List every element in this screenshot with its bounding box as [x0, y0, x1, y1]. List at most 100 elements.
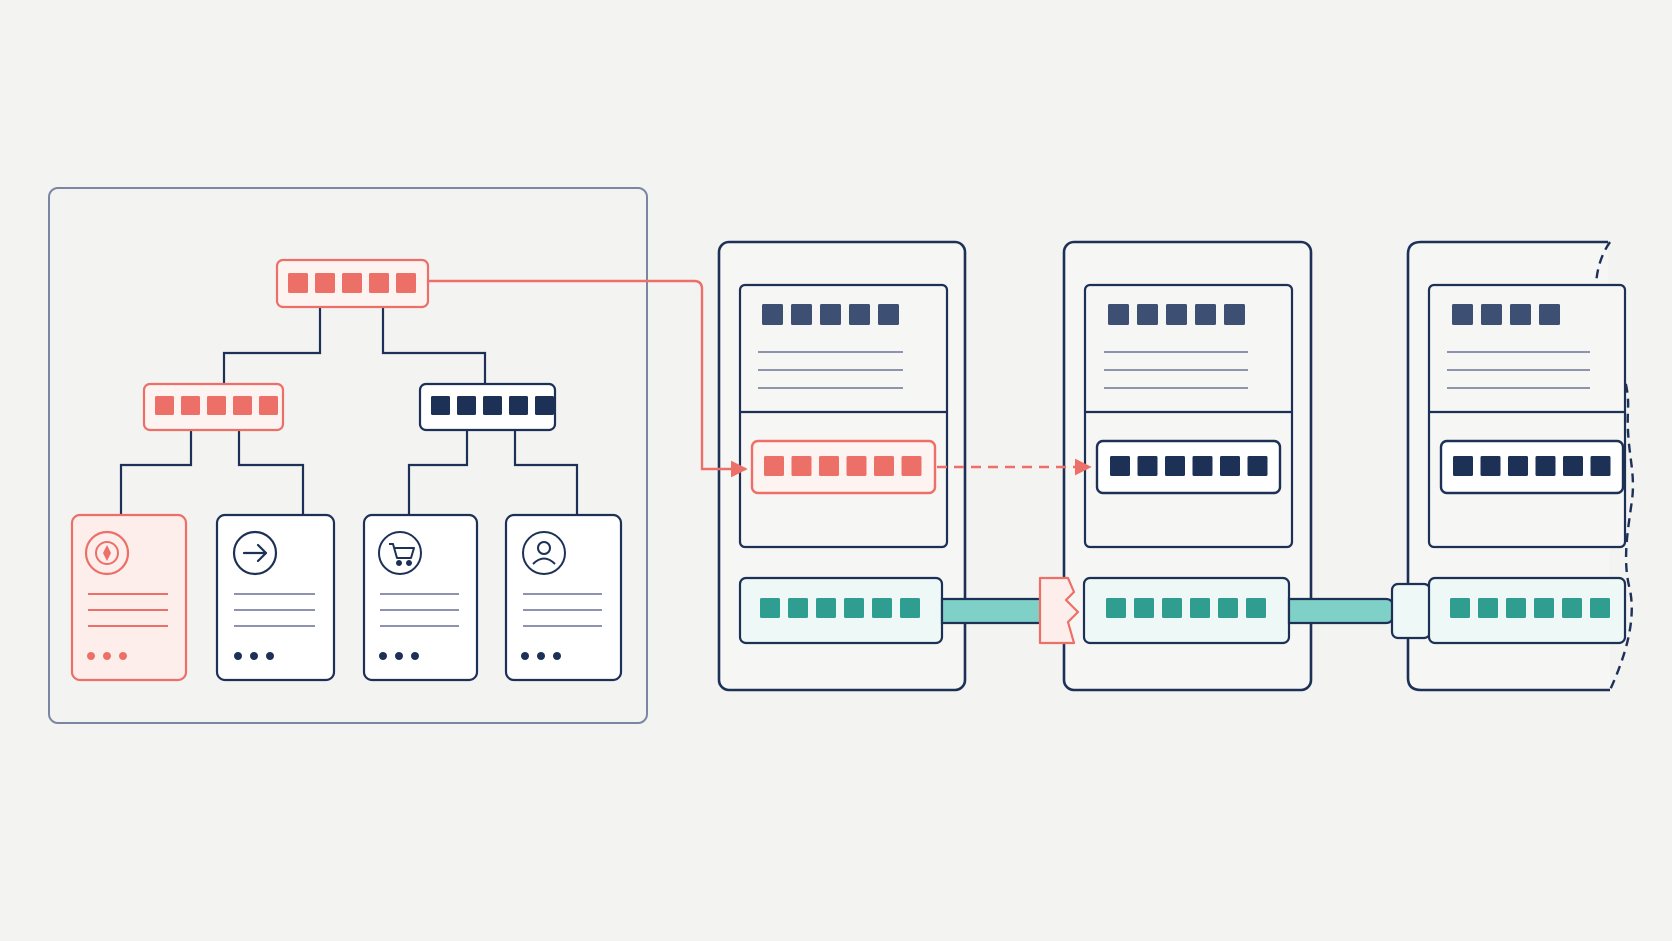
- page-column-1: [717, 240, 967, 692]
- card-text-lines: [88, 593, 168, 627]
- page-3-bottom-bar[interactable]: [1427, 576, 1627, 645]
- token-block: [1110, 456, 1130, 476]
- token-block: [1106, 598, 1126, 618]
- token-block: [1246, 598, 1266, 618]
- token-block: [820, 304, 841, 325]
- page-1-text-lines: [758, 351, 903, 389]
- token-block: [509, 396, 528, 415]
- card-text-lines: [523, 593, 602, 627]
- token-block: [1452, 304, 1473, 325]
- token-block: [1108, 304, 1129, 325]
- page-2-middle-tokens: [1110, 456, 1268, 476]
- token-block: [1137, 304, 1158, 325]
- tree-root-node[interactable]: [275, 258, 430, 309]
- token-block: [1137, 456, 1158, 476]
- token-block: [1192, 456, 1213, 476]
- token-block: [1535, 456, 1556, 476]
- cart-icon: [378, 531, 422, 575]
- page-2-bottom-tokens: [1106, 598, 1266, 618]
- more-dots[interactable]: [379, 652, 419, 660]
- page-3-text-lines: [1447, 351, 1590, 389]
- token-block: [1534, 598, 1554, 618]
- token-block: [1480, 456, 1501, 476]
- more-dots[interactable]: [521, 652, 561, 660]
- page-1-bottom-tokens: [760, 598, 920, 618]
- card-text-lines: [234, 593, 315, 627]
- page-1-middle-bar[interactable]: [750, 439, 937, 495]
- token-block: [819, 456, 839, 476]
- token-block: [342, 273, 362, 293]
- token-block: [872, 598, 892, 618]
- token-block: [791, 304, 812, 325]
- token-block: [1478, 598, 1498, 618]
- token-block: [1450, 598, 1470, 618]
- token-block: [762, 304, 783, 325]
- teal-connector-broken: [940, 576, 1080, 645]
- broken-joint: [1038, 576, 1080, 645]
- tree-connectors: [119, 307, 579, 515]
- token-block: [1190, 598, 1210, 618]
- token-block: [315, 273, 335, 293]
- leaf-card-arrow[interactable]: [215, 513, 336, 682]
- torn-edge: [1594, 241, 1635, 691]
- token-block: [764, 456, 784, 476]
- token-block: [1195, 304, 1216, 325]
- tree-frame: [48, 187, 648, 724]
- page-1-middle-tokens: [764, 456, 922, 476]
- page-2-text-lines: [1104, 351, 1248, 389]
- token-block: [181, 396, 200, 415]
- leaf-card-cart[interactable]: [362, 513, 479, 682]
- arrow-right-icon: [232, 530, 278, 576]
- token-block: [1162, 598, 1182, 618]
- token-block: [844, 598, 864, 618]
- page-2-middle-bar[interactable]: [1095, 439, 1282, 495]
- leaf-card-user[interactable]: [504, 513, 623, 682]
- token-block: [233, 396, 252, 415]
- tree-left-node[interactable]: [142, 382, 285, 432]
- token-block: [1506, 598, 1526, 618]
- token-block: [900, 598, 920, 618]
- settings-icon: [84, 530, 130, 576]
- teal-connector-linked: [1287, 576, 1627, 645]
- tree-right-node[interactable]: [418, 382, 557, 432]
- leaf-card-settings[interactable]: [70, 513, 188, 682]
- token-block: [431, 396, 450, 415]
- token-block: [1590, 456, 1611, 476]
- page-3-middle-tokens: [1453, 456, 1611, 476]
- token-block: [1481, 304, 1502, 325]
- left-token-row: [155, 396, 278, 415]
- token-block: [535, 396, 554, 415]
- page-3-middle-bar[interactable]: [1439, 439, 1625, 495]
- token-block: [901, 456, 922, 476]
- user-icon: [522, 531, 566, 575]
- token-block: [1134, 598, 1154, 618]
- token-block: [1539, 304, 1560, 325]
- token-block: [1247, 456, 1268, 476]
- token-block: [1220, 456, 1240, 476]
- more-dots[interactable]: [234, 652, 274, 660]
- right-token-row: [431, 396, 554, 415]
- token-block: [1562, 598, 1582, 618]
- card-text-lines: [380, 593, 459, 627]
- token-block: [396, 273, 416, 293]
- token-block: [1590, 598, 1610, 618]
- root-token-row: [288, 273, 416, 293]
- page-2-header-tokens: [1108, 304, 1245, 325]
- page-column-2: [1062, 240, 1313, 692]
- token-block: [874, 456, 894, 476]
- token-block: [457, 396, 476, 415]
- page-3-header-tokens: [1452, 304, 1560, 325]
- token-block: [483, 396, 502, 415]
- token-block: [1165, 456, 1185, 476]
- token-block: [1218, 598, 1238, 618]
- token-block: [1510, 304, 1531, 325]
- token-block: [155, 396, 174, 415]
- token-block: [788, 598, 808, 618]
- page-1-header-tokens: [762, 304, 899, 325]
- root-to-page-link: [428, 279, 748, 478]
- more-dots[interactable]: [87, 652, 127, 660]
- token-block: [1563, 456, 1583, 476]
- token-block: [1508, 456, 1528, 476]
